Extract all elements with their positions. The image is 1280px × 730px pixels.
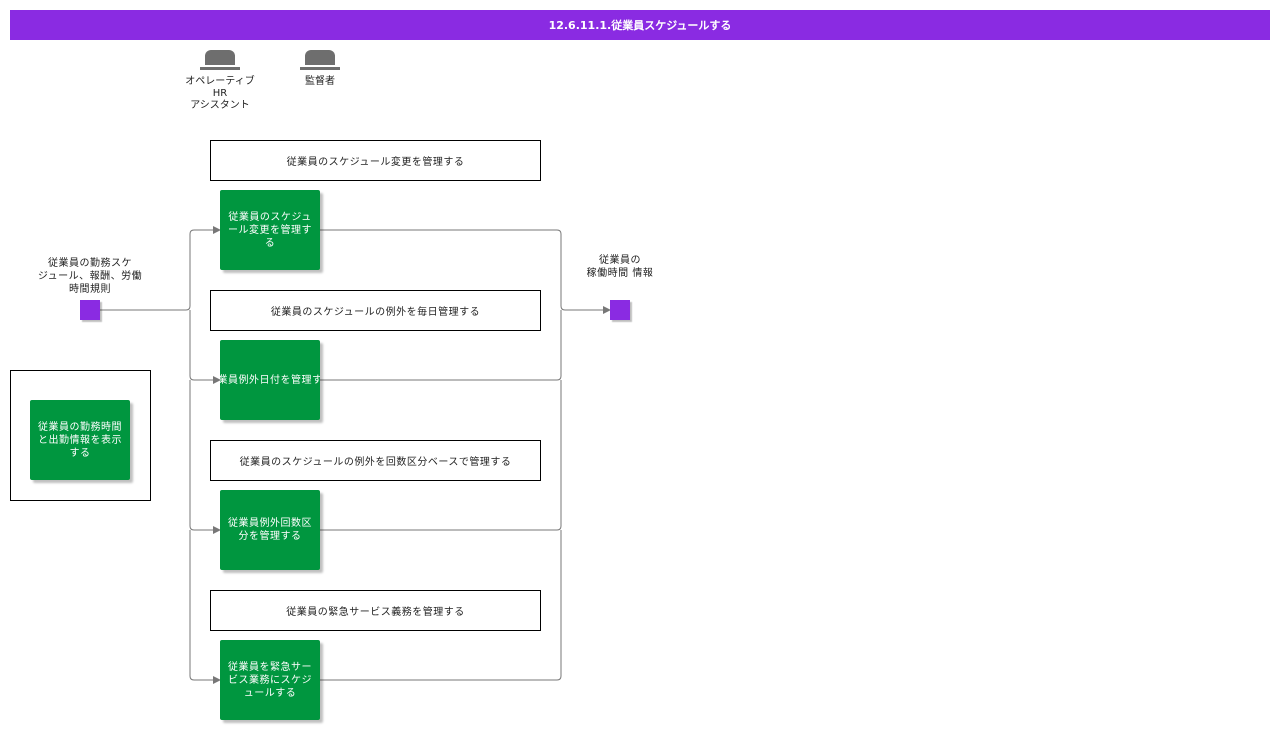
role-icon xyxy=(300,50,340,72)
output-label: 従業員の 稼働時間 情報 xyxy=(586,255,654,279)
diagram-title: 12.6.11.1.従業員スケジュールする xyxy=(10,10,1270,40)
role-icon xyxy=(200,50,240,72)
group-label-count-exceptions: 従業員のスケジュールの例外を回数区分ベースで管理する xyxy=(210,440,541,481)
role-supervisor: 監督者 xyxy=(280,50,360,88)
activity-manage-exception-counts[interactable]: 従業員例外回数区分を管理する xyxy=(220,490,320,570)
role-label-line: オペレーティブ xyxy=(185,76,255,87)
activity-manage-exception-dates[interactable]: 従業員例外日付を管理する xyxy=(220,340,320,420)
activity-schedule-emergency-duty[interactable]: 従業員を緊急サービス業務にスケジュールする xyxy=(220,640,320,720)
role-label-line: 監督者 xyxy=(305,76,335,87)
activity-manage-schedule-changes[interactable]: 従業員のスケジュール変更を管理する xyxy=(220,190,320,270)
role-operative-hr-assistant: オペレーティブ HR アシスタント xyxy=(170,50,270,112)
output-marker[interactable] xyxy=(610,300,630,320)
group-label-emergency-duty: 従業員の緊急サービス義務を管理する xyxy=(210,590,541,631)
group-label-schedule-changes: 従業員のスケジュール変更を管理する xyxy=(210,140,541,181)
role-label-line: アシスタント xyxy=(190,100,250,111)
input-marker[interactable] xyxy=(80,300,100,320)
group-label-daily-exceptions: 従業員のスケジュールの例外を毎日管理する xyxy=(210,290,541,331)
role-label-line: HR xyxy=(212,88,228,99)
activity-view-work-hours[interactable]: 従業員の勤務時間と出勤情報を表示する xyxy=(30,400,130,480)
input-label: 従業員の勤務スケ ジュール、報酬、労働 時間規則 xyxy=(37,258,143,295)
